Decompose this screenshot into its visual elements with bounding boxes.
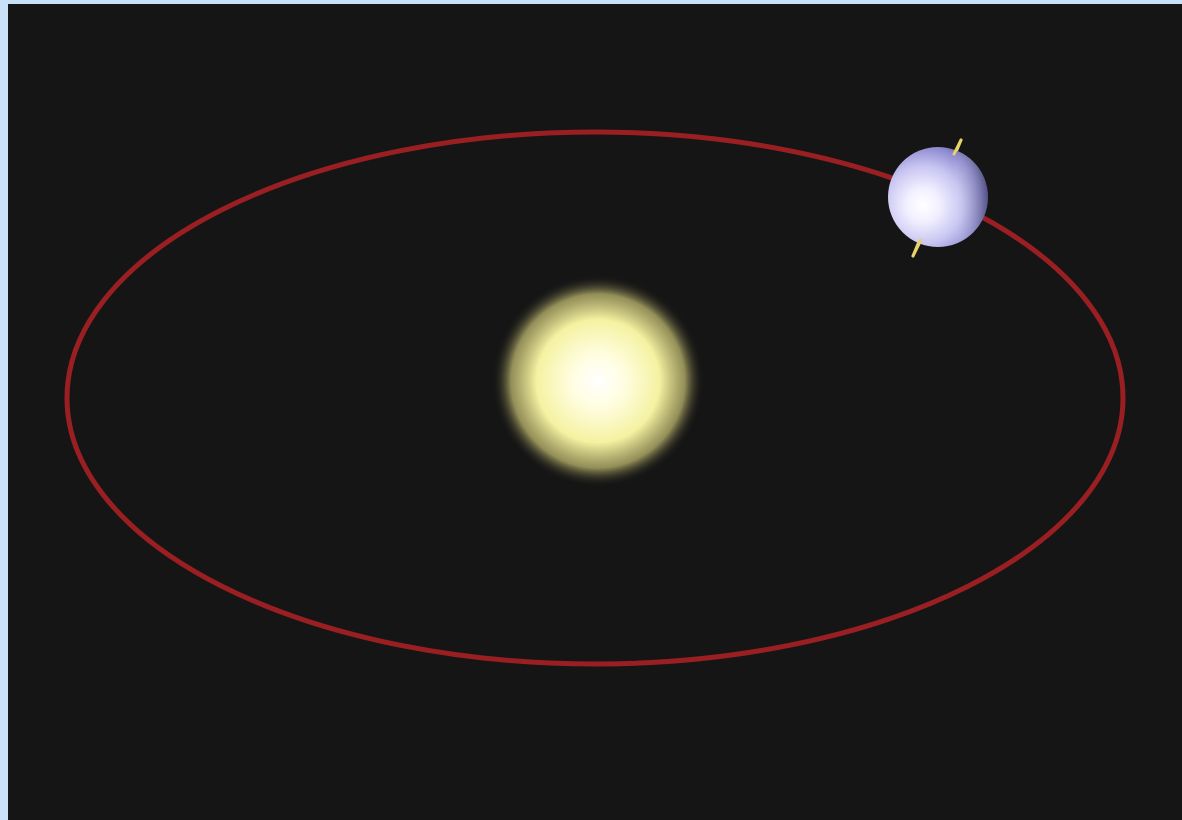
rotation-axis-front bbox=[952, 138, 963, 156]
orbit-scene bbox=[8, 4, 1182, 820]
planet-group bbox=[888, 138, 988, 258]
rotation-axis-back bbox=[911, 238, 923, 258]
sun bbox=[492, 275, 704, 487]
orbit-path bbox=[64, 129, 1126, 667]
planet-shadow bbox=[888, 147, 988, 247]
space-canvas bbox=[64, 129, 1126, 667]
